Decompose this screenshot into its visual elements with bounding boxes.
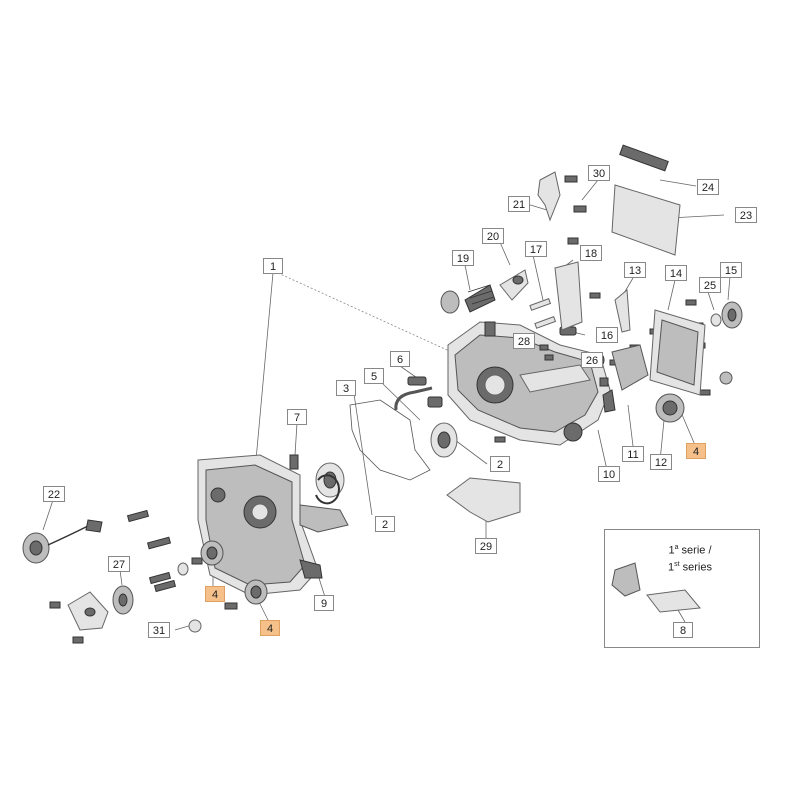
first-series-inset — [604, 529, 760, 648]
callout-28: 28 — [513, 333, 535, 349]
callout-1: 1 — [263, 258, 283, 274]
bearings — [315, 422, 458, 505]
chain-brake-parts — [537, 144, 681, 331]
callout-25: 25 — [699, 277, 721, 293]
callout-21: 21 — [508, 196, 530, 212]
callout-6: 6 — [390, 351, 410, 367]
callout-3: 3 — [336, 380, 356, 396]
callout-30: 30 — [588, 165, 610, 181]
callout-29: 29 — [475, 538, 497, 554]
cover-plate — [446, 477, 521, 523]
callout-26: 26 — [581, 352, 603, 368]
callout-10: 10 — [598, 466, 620, 482]
impulse-hose — [394, 376, 443, 411]
callout-4: 4 — [260, 620, 280, 636]
leader-lines — [42, 179, 731, 631]
gasket — [349, 399, 431, 481]
crankcase-left — [197, 454, 349, 596]
first-series-label: 1a serie / 1st series — [668, 544, 712, 574]
callout-20: 20 — [482, 228, 504, 244]
crankcase-right — [447, 321, 611, 446]
callout-31: 31 — [148, 622, 170, 638]
callout-16: 16 — [596, 327, 618, 343]
oil-tank-cap — [22, 519, 103, 564]
callout-22: 22 — [43, 486, 65, 502]
callout-8: 8 — [673, 622, 693, 638]
callout-17: 17 — [525, 241, 547, 257]
callout-19: 19 — [452, 250, 474, 266]
callout-5: 5 — [364, 368, 384, 384]
callout-24: 24 — [697, 179, 719, 195]
callout-15: 15 — [720, 262, 742, 278]
callout-2: 2 — [375, 516, 395, 532]
callout-9: 9 — [314, 595, 334, 611]
oil-pump — [67, 585, 134, 631]
callout-27: 27 — [108, 556, 130, 572]
brake-spring-assembly — [440, 269, 529, 314]
callout-11: 11 — [622, 446, 644, 462]
callout-7: 7 — [287, 409, 307, 425]
callout-23: 23 — [735, 207, 757, 223]
pump-and-cover-parts — [602, 288, 743, 413]
callout-12: 12 — [650, 454, 672, 470]
callout-14: 14 — [665, 265, 687, 281]
callout-18: 18 — [580, 245, 602, 261]
callout-2: 2 — [490, 456, 510, 472]
callout-4: 4 — [205, 586, 225, 602]
av-buffers — [177, 393, 685, 633]
callout-4: 4 — [686, 443, 706, 459]
callout-13: 13 — [624, 262, 646, 278]
inset-parts — [611, 562, 701, 613]
